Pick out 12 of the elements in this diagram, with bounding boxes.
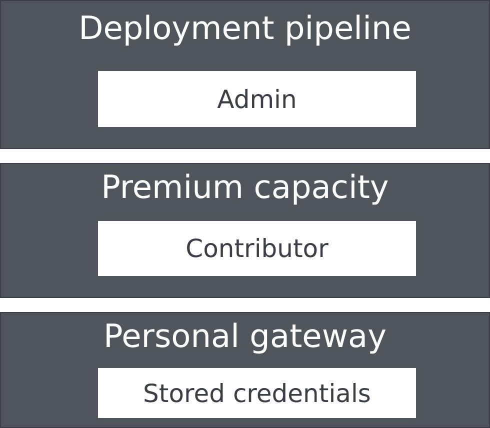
role-box — [98, 221, 416, 276]
section-panel — [0, 312, 490, 428]
role-box — [98, 71, 416, 127]
section-panel — [0, 0, 490, 149]
section-title: Personal gateway — [102, 317, 388, 356]
role-label: Stored credentials — [143, 378, 371, 408]
role-box — [98, 368, 416, 418]
section-title: Premium capacity — [100, 168, 390, 206]
role-label: Contributor — [186, 234, 328, 263]
section-panel — [0, 163, 490, 298]
role-label: Admin — [217, 84, 297, 114]
section-title: Deployment pipeline — [78, 9, 412, 48]
